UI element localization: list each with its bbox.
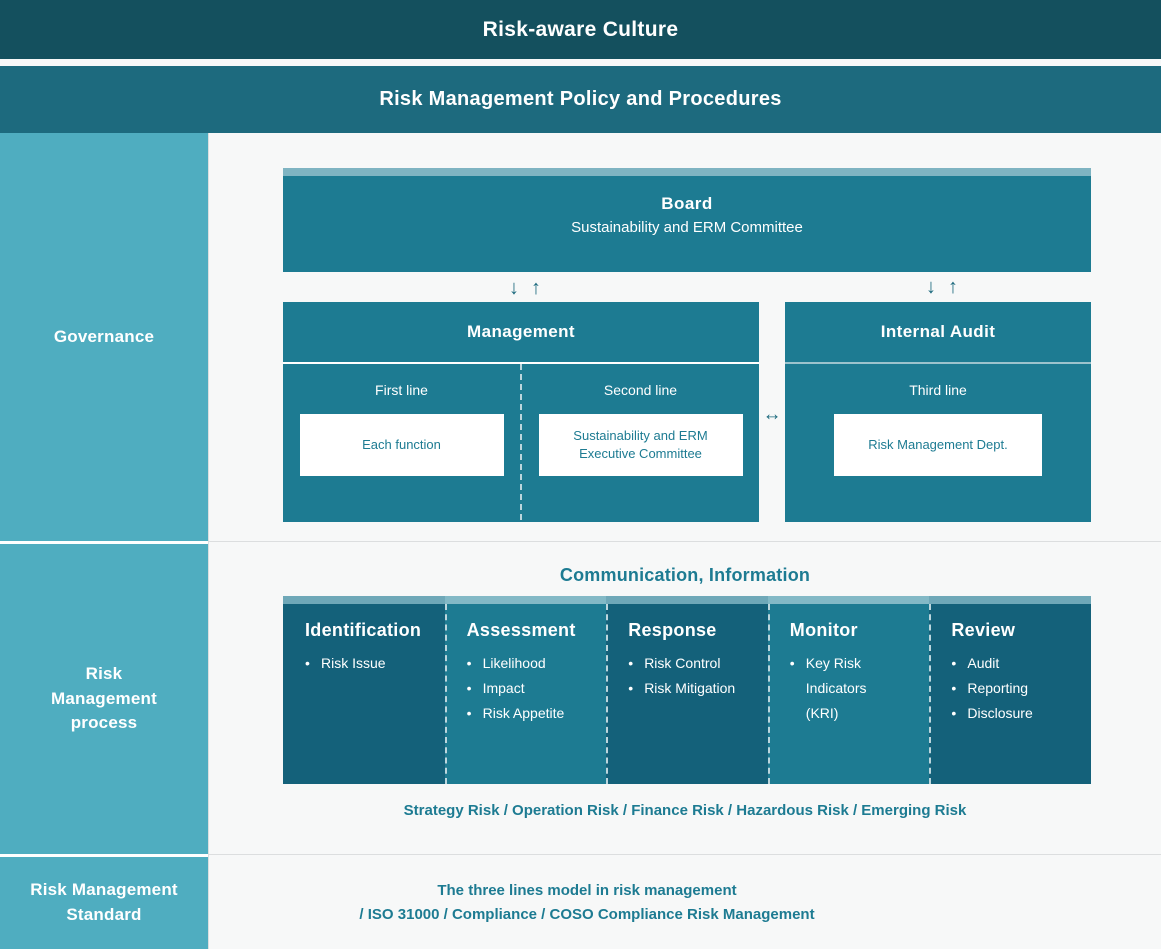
list-item: Risk Appetite — [467, 701, 607, 726]
step-name: Assessment — [466, 620, 576, 640]
step-name: Monitor — [789, 620, 858, 640]
each-function-box: Each function — [299, 414, 504, 476]
board-title: Board — [661, 194, 713, 213]
standard-inner: The three lines model in risk management… — [209, 857, 1161, 949]
risk-management-standard-row: Risk Management Standard The three lines… — [0, 857, 1161, 949]
management-lines: First line Each function Second line Sus… — [283, 364, 759, 520]
first-line-label: First line — [375, 382, 428, 398]
process-inner: Communication, Information Identificatio… — [209, 544, 1161, 854]
step-cap-bar — [767, 596, 930, 604]
third-line-label: Third line — [909, 382, 967, 398]
content-separator — [208, 541, 1161, 544]
arrow-up-icon: ↑ — [948, 276, 958, 298]
sidebar-label-governance: Governance — [0, 133, 208, 541]
sidebar-label-risk-management-standard: Risk Management Standard — [0, 857, 208, 949]
board-box: Board Sustainability and ERM Committee — [283, 168, 1091, 272]
arrow-down-icon: ↓ — [926, 276, 936, 298]
management-panel: Management First line Each function Seco… — [283, 302, 759, 522]
list-item: Likelihood — [467, 651, 607, 676]
step-items: Risk Control Risk Mitigation — [628, 651, 768, 701]
risk-aware-culture-banner: Risk-aware Culture — [0, 0, 1161, 59]
process-content: Communication, Information Identificatio… — [208, 544, 1161, 854]
process-step-response: Response Risk Control Risk Mitigation — [606, 596, 768, 784]
board-management-arrows: ↓ ↑ — [499, 277, 551, 299]
standard-line-2: / ISO 31000 / Compliance / COSO Complian… — [359, 906, 815, 923]
process-step-review: Review Audit Reporting Disclosure — [929, 596, 1091, 784]
list-item: Impact — [467, 676, 607, 701]
risk-management-policy-banner: Risk Management Policy and Procedures — [0, 66, 1161, 133]
list-item: Reporting — [951, 676, 1091, 701]
governance-process-separator — [0, 541, 1161, 544]
banner-divider — [0, 59, 1161, 66]
step-name: Review — [951, 620, 1016, 640]
governance-row: Governance Board Sustainability and ERM … — [0, 133, 1161, 541]
list-item: Disclosure — [951, 701, 1091, 726]
step-items: Risk Issue — [305, 651, 445, 676]
step-name: Response — [628, 620, 717, 640]
step-items: Audit Reporting Disclosure — [951, 651, 1091, 726]
second-line-column: Second line Sustainability and ERM Execu… — [520, 364, 759, 520]
list-item: Risk Control — [628, 651, 768, 676]
risk-management-process-row: Risk Management process Communication, I… — [0, 544, 1161, 854]
list-item: Key Risk Indicators (KRI) — [790, 651, 902, 726]
standard-content: The three lines model in risk management… — [208, 857, 1161, 949]
step-cap-bar — [929, 596, 1091, 604]
third-line-column: Third line Risk Management Dept. — [785, 364, 1091, 520]
board-subtitle: Sustainability and ERM Committee — [571, 219, 803, 236]
step-cap-bar — [283, 596, 445, 604]
arrow-up-icon: ↑ — [531, 277, 541, 299]
process-step-monitor: Monitor Key Risk Indicators (KRI) — [767, 596, 930, 784]
internal-audit-lines: Third line Risk Management Dept. — [785, 364, 1091, 520]
governance-inner: Board Sustainability and ERM Committee ↓… — [209, 133, 1161, 541]
board-audit-arrows: ↓ ↑ — [916, 276, 968, 298]
sidebar-separator — [0, 541, 208, 544]
communication-information-title: Communication, Information — [559, 565, 811, 585]
internal-audit-panel: Internal Audit Third line Risk Managemen… — [785, 302, 1091, 522]
list-item: Risk Mitigation — [628, 676, 768, 701]
step-name: Identification — [305, 620, 422, 640]
list-item: Risk Issue — [305, 651, 445, 676]
step-cap-bar — [444, 596, 607, 604]
process-step-identification: Identification Risk Issue — [283, 596, 445, 784]
internal-audit-title: Internal Audit — [785, 302, 1091, 364]
step-cap-bar — [606, 596, 768, 604]
sidebar-label-risk-management-process: Risk Management process — [0, 544, 208, 854]
list-item: Audit — [951, 651, 1091, 676]
sidebar-separator — [0, 854, 208, 857]
risk-management-dept-box: Risk Management Dept. — [834, 414, 1042, 476]
sustainability-erm-exec-committee-box: Sustainability and ERM Executive Committ… — [538, 414, 743, 476]
management-title: Management — [283, 302, 759, 364]
content-separator — [208, 854, 1161, 857]
board-cap-bar — [283, 168, 1091, 176]
first-line-column: First line Each function — [283, 364, 520, 520]
governance-content: Board Sustainability and ERM Committee ↓… — [208, 133, 1161, 541]
arrow-down-icon: ↓ — [509, 277, 519, 299]
step-items: Likelihood Impact Risk Appetite — [467, 651, 607, 726]
process-step-assessment: Assessment Likelihood Impact Risk Appeti… — [444, 596, 607, 784]
second-line-label: Second line — [603, 382, 678, 398]
process-standard-separator — [0, 854, 1161, 857]
standard-line-1: The three lines model in risk management — [437, 882, 737, 899]
risk-types-label: Strategy Risk / Operation Risk / Finance… — [403, 802, 967, 819]
framework-rows: Governance Board Sustainability and ERM … — [0, 133, 1161, 949]
arrow-left-right-icon: ↔ — [759, 400, 785, 428]
process-steps-strip: Identification Risk Issue Assessment Lik… — [283, 596, 1091, 784]
step-items: Key Risk Indicators (KRI) — [790, 651, 930, 726]
